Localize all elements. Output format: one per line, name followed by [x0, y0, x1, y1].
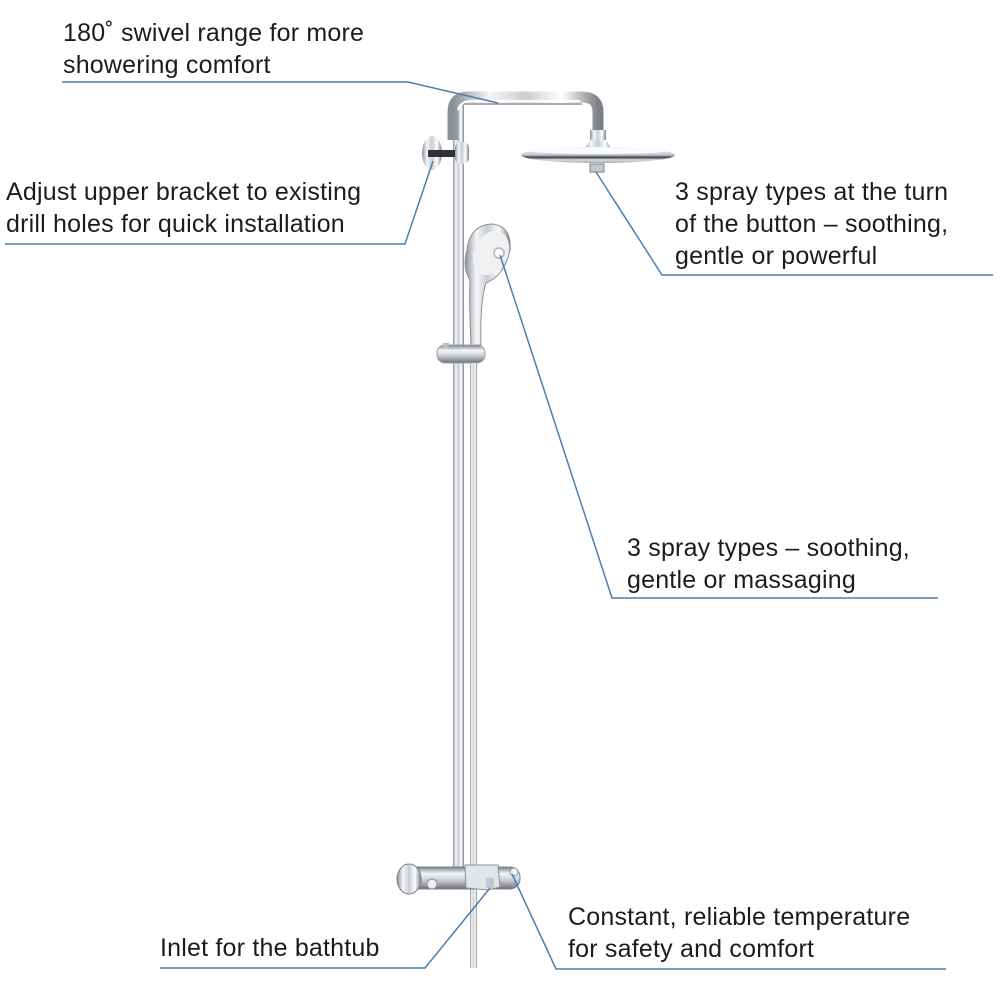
- shower-hose: [470, 363, 477, 968]
- riser-pipe: [453, 100, 464, 885]
- upper-wall-bracket: [422, 136, 469, 170]
- temperature-handle: [396, 863, 422, 895]
- callout-line-thermostat: [511, 873, 946, 970]
- callout-swivel: 180˚ swivel range for more showering com…: [63, 19, 365, 79]
- shower-arm: [447, 91, 604, 140]
- callout-lines: [5, 81, 993, 970]
- callout-head-spray: 3 spray types at the turn of the button …: [675, 178, 949, 270]
- bath-spout: [464, 864, 501, 891]
- callout-line-bracket: [5, 160, 434, 245]
- callout-hand-spray: 3 spray types – soothing, gentle or mass…: [627, 534, 910, 594]
- callout-line-head-spray: [595, 171, 993, 276]
- callout-bracket: Adjust upper bracket to existing drill h…: [6, 178, 362, 238]
- slider-bracket: [436, 343, 486, 364]
- callout-bath-inlet: Inlet for the bathtub: [160, 934, 380, 962]
- callout-line-hand-spray: [499, 254, 938, 599]
- callout-thermostat: Constant, reliable temperature for safet…: [568, 903, 911, 963]
- head-shower-button: [589, 163, 605, 173]
- head-shower: [521, 130, 675, 173]
- hand-shower-button: [493, 247, 505, 259]
- hand-shower: [464, 223, 511, 346]
- callout-line-bath-inlet: [160, 887, 491, 969]
- callout-line-swivel: [62, 81, 499, 104]
- thermostat-handle: [509, 867, 519, 877]
- thermostat-mixer: [396, 863, 521, 895]
